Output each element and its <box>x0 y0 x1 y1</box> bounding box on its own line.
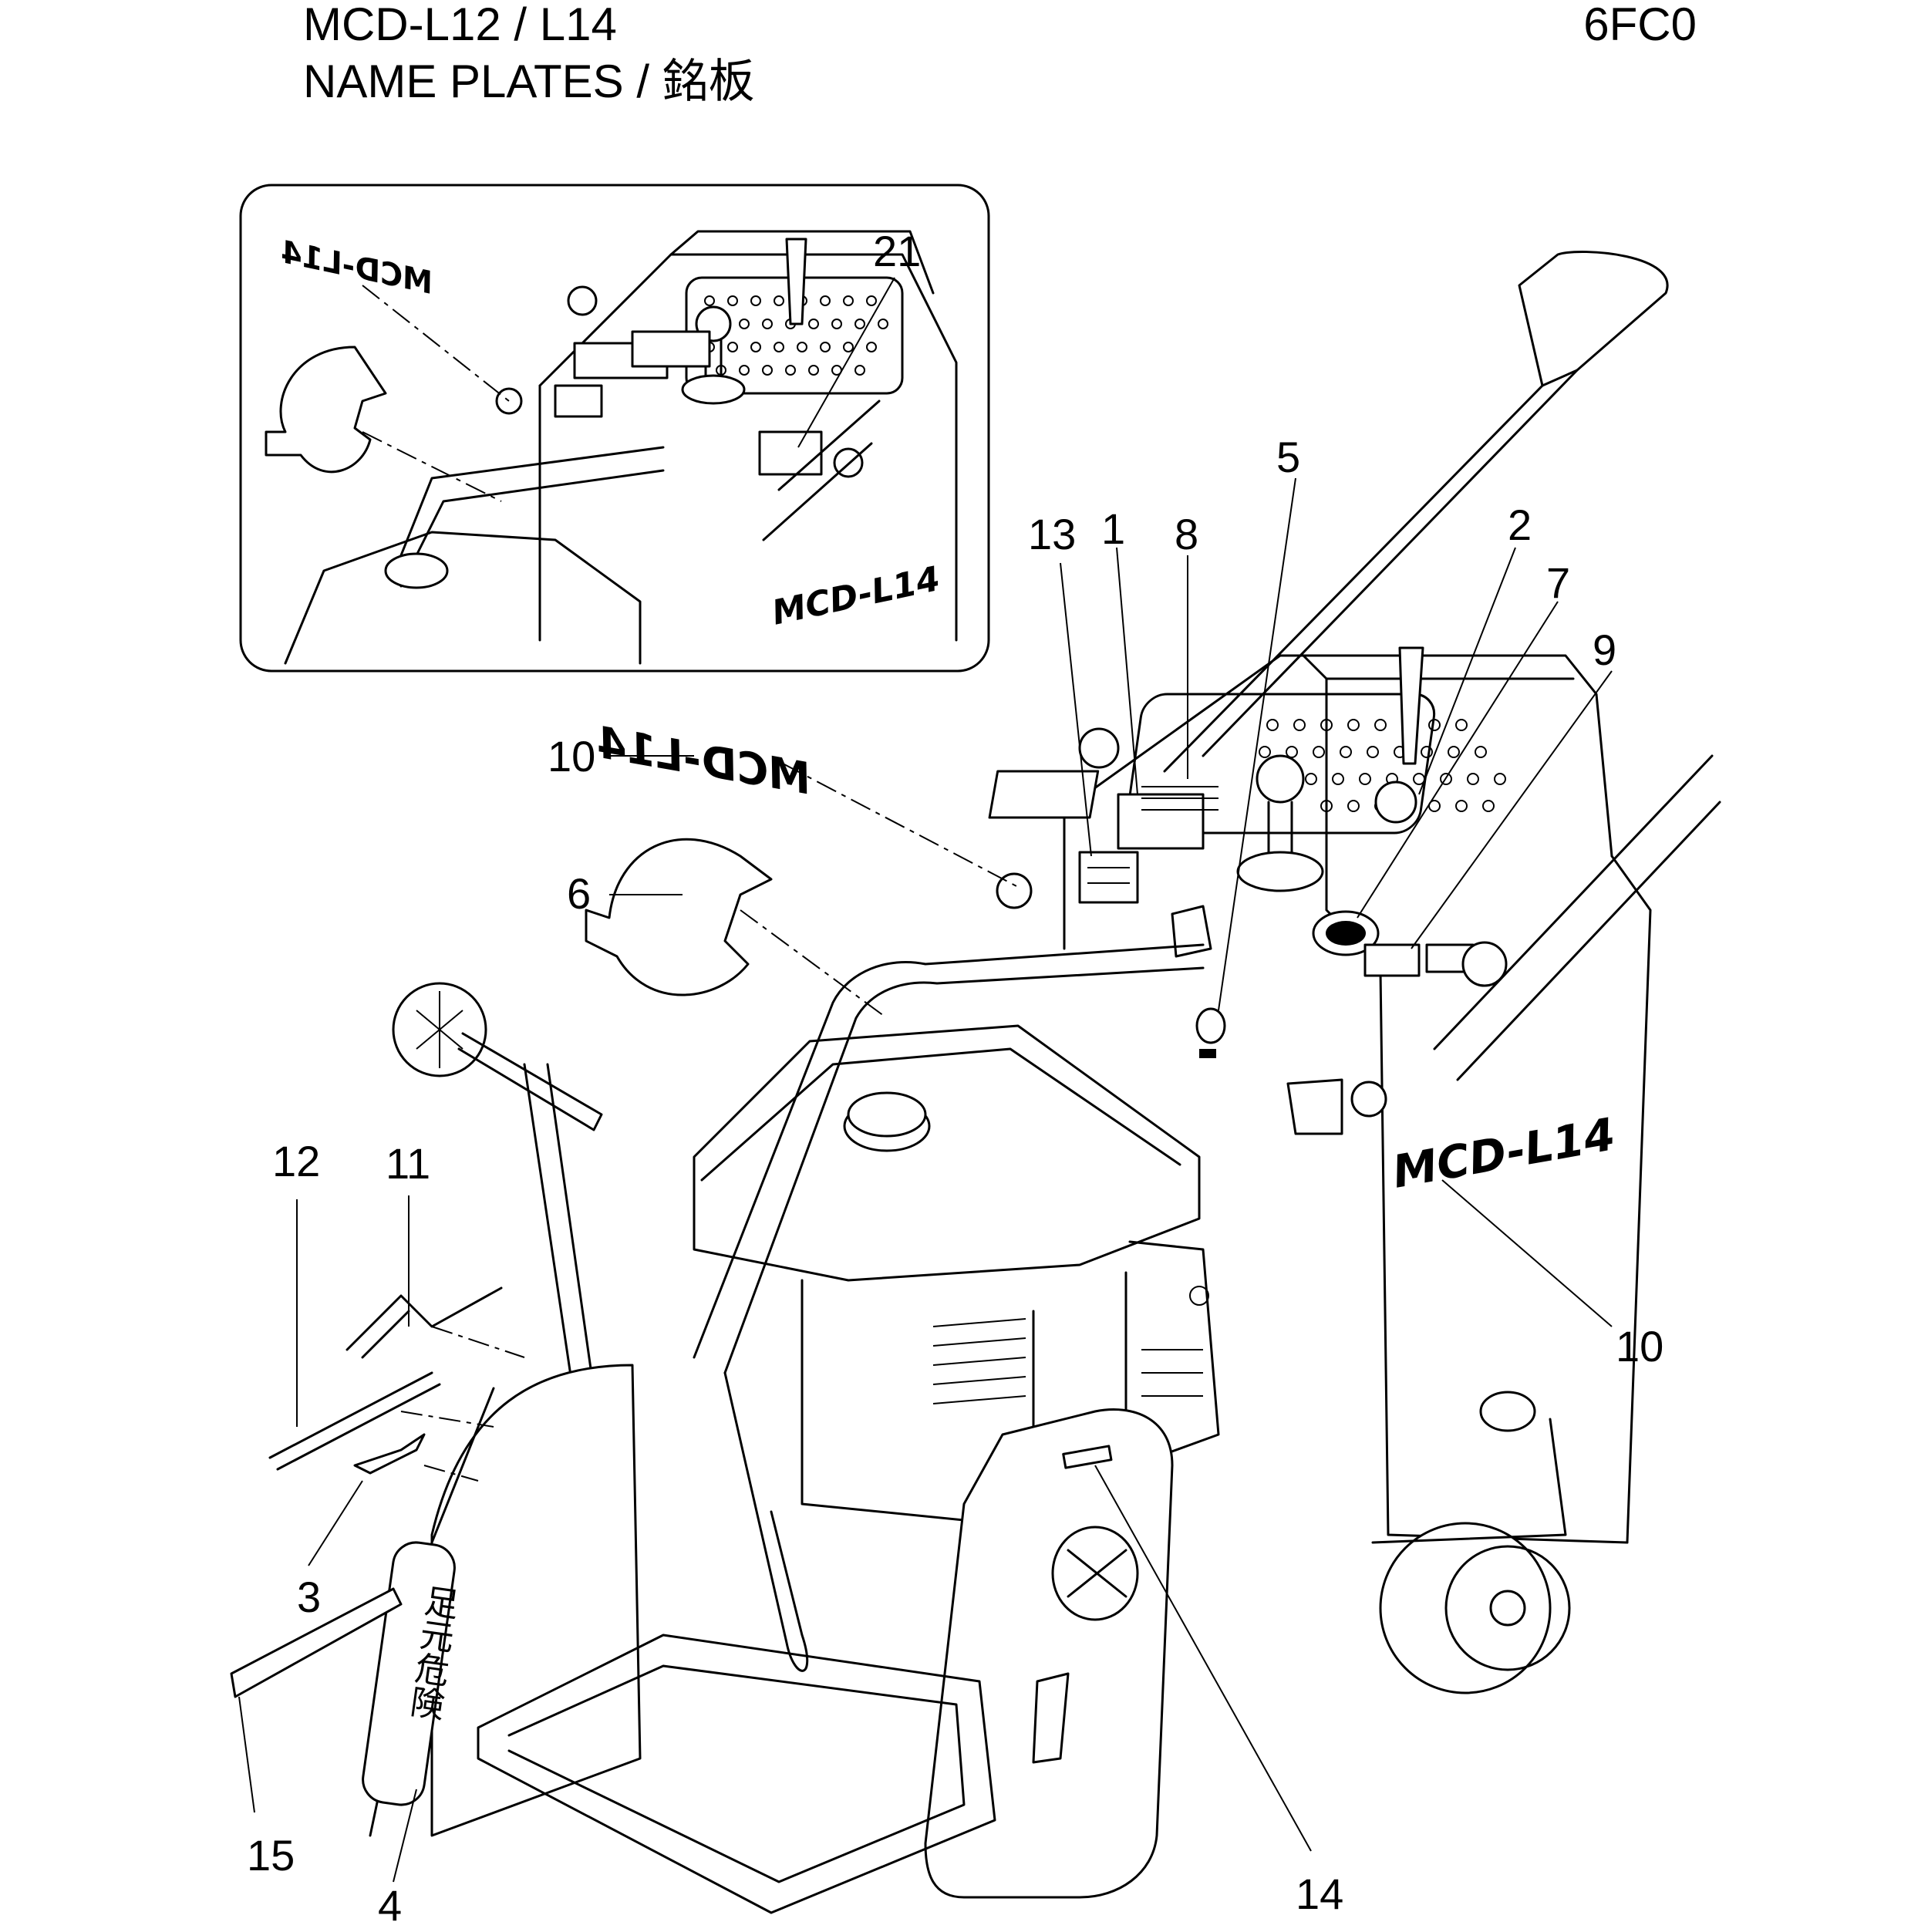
section-title: NAME PLATES / 銘板 <box>303 56 755 107</box>
belt-cover <box>924 1408 1174 1899</box>
callout-6: 6 <box>567 869 591 918</box>
oval-label <box>1195 1007 1226 1044</box>
bolt-knob-right <box>1461 941 1508 987</box>
guide-arm <box>457 1032 603 1131</box>
warning-plate <box>362 1541 456 1806</box>
inset-panel-outline <box>538 253 958 642</box>
callout-10-left: 10 <box>548 732 595 781</box>
callout-9: 9 <box>1593 625 1616 674</box>
callout-7: 7 <box>1546 558 1570 607</box>
callout-13: 14 <box>1296 1870 1343 1918</box>
inset-frame <box>239 184 990 673</box>
handle-tube-lower <box>1433 754 1714 1050</box>
callout-21: 21 <box>873 227 921 275</box>
bolt-knob-left <box>1078 727 1120 769</box>
inset-bolt-knob <box>567 285 598 316</box>
callout-5: 5 <box>1276 433 1300 481</box>
engine-fuel-tank <box>693 1024 1201 1282</box>
inset-plate-8 <box>631 330 711 368</box>
inset-plate-14 <box>554 384 603 418</box>
blade-guard <box>430 1364 642 1837</box>
plate-9 <box>1363 943 1421 977</box>
leader-1 <box>1116 547 1138 795</box>
leader-10-right <box>1441 1179 1613 1327</box>
adjust-knob <box>1256 754 1305 804</box>
engine-cooling-fins <box>932 1318 1026 1404</box>
leader-2 <box>1418 547 1516 795</box>
callout-4: 4 <box>378 1881 402 1928</box>
box-slot <box>1286 1078 1343 1135</box>
leader-4 <box>393 1789 417 1883</box>
callout-3: 3 <box>297 1573 321 1621</box>
engine-cover <box>1128 1240 1220 1467</box>
lever-ring <box>1374 781 1417 824</box>
callout-8: 8 <box>1175 510 1198 558</box>
leader-9 <box>1411 670 1613 949</box>
plate-14 <box>1078 851 1139 904</box>
handle-grip <box>1518 251 1669 387</box>
inset-model-label-mirrored: MCD-L14 <box>277 234 436 302</box>
front-frame-bar <box>693 943 1205 1359</box>
model-label-mirrored: MCD-L14 <box>592 717 814 804</box>
inset-leader-21 <box>797 277 895 448</box>
leader-15 <box>238 1696 255 1813</box>
inset-fuel-cap <box>384 552 449 589</box>
leader-7 <box>1357 601 1559 919</box>
bolt-knob-front <box>996 872 1033 909</box>
inset-plate-21 <box>758 430 823 476</box>
inset-lever <box>785 238 807 325</box>
inset-handle-bar <box>399 446 665 557</box>
depth-lever <box>1398 646 1424 765</box>
plate-1 <box>1117 793 1205 850</box>
callout-12: 12 <box>272 1137 320 1185</box>
leader-14 <box>1060 562 1092 857</box>
inset-model-label: MCD-L14 <box>769 559 944 633</box>
base-frame <box>477 1634 996 1914</box>
callout-15: 15 <box>247 1831 295 1880</box>
leader-lines <box>238 477 1613 1883</box>
callout-1: 1 <box>1101 504 1125 553</box>
callout-2: 2 <box>1508 501 1532 549</box>
main-machine: MCD-L14 MCD-L14 <box>230 251 1721 1914</box>
arrow-plate <box>585 838 773 996</box>
leader-13 <box>1094 1465 1312 1852</box>
callout-numbers: 13 1 8 5 2 7 9 21 10 10 6 12 11 3 15 4 1… <box>247 227 1663 1930</box>
plate-8 <box>988 770 1100 819</box>
callout-10-right: 10 <box>1616 1322 1663 1371</box>
leader-5 <box>1218 477 1296 1011</box>
model-label: MCD-L14 <box>1389 1108 1620 1199</box>
leader-3 <box>308 1480 363 1566</box>
diagram-code: 6FC0 <box>1583 0 1697 50</box>
stripe-plate <box>230 1587 403 1698</box>
control-box-side <box>1610 855 1652 1544</box>
cover-emblem <box>1051 1526 1139 1621</box>
plate-13 <box>1062 1445 1113 1469</box>
small-curved-plate <box>353 1433 426 1475</box>
inset-fuel-tank <box>284 531 642 665</box>
handle-tube-upper <box>1163 384 1544 773</box>
model-title: MCD-L12 / L14 <box>303 0 617 50</box>
brand-logo-plate <box>268 1371 441 1471</box>
emblem-plate <box>345 1286 503 1359</box>
control-box-top <box>1063 654 1613 858</box>
callout-14: 13 <box>1028 510 1076 558</box>
callout-11: 11 <box>386 1139 430 1188</box>
inset-arrow-plate <box>265 346 387 474</box>
rear-wheel <box>1379 1522 1552 1694</box>
depth-knob <box>1479 1391 1536 1432</box>
